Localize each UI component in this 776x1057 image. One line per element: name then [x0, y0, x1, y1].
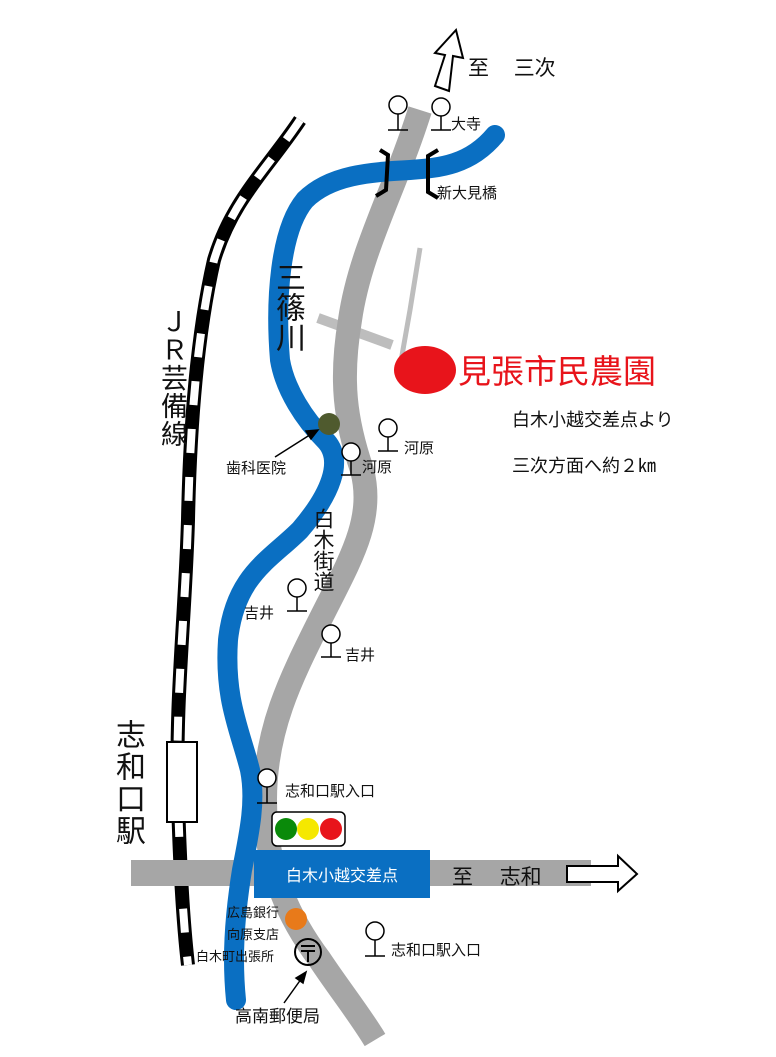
bridge-symbol [374, 148, 440, 200]
main-road [252, 106, 432, 1047]
bank-label-1: 広島銀行 [227, 906, 280, 921]
north-arrow-icon [433, 27, 465, 93]
east-arrow-icon [566, 853, 639, 894]
destination-east: 至 志和 [452, 865, 542, 889]
bus-stop-icons [257, 95, 451, 957]
station-label: 志和口駅 [110, 719, 145, 847]
bank-marker [285, 908, 307, 930]
dental-marker [318, 413, 340, 435]
dental-pointer-arrow [274, 429, 320, 458]
traffic-signal-icon [271, 811, 346, 847]
direction-note-2: 三次方面へ約２㎞ [512, 456, 656, 477]
river-label: 三篠川 [270, 262, 305, 352]
stop-label-kawahara-1: 河原 [404, 439, 435, 457]
dental-label: 歯科医院 [226, 459, 287, 477]
station-building [166, 741, 198, 823]
river [217, 125, 505, 1010]
crossing-label: 白木小越交差点 [254, 850, 430, 898]
farm-marker [394, 346, 456, 394]
destination-north: 至 三次 [468, 56, 556, 80]
bank-label-2: 向原支店 [227, 928, 280, 943]
town-office-label: 白木町出張所 [196, 950, 275, 965]
railway-line [170, 116, 306, 966]
road-label: 白木街道 [311, 508, 335, 592]
post-office-label: 高南郵便局 [235, 1007, 320, 1027]
direction-note-1: 白木小越交差点より [512, 410, 674, 431]
stop-label-shiwaguchi-2: 志和口駅入口 [391, 941, 482, 959]
bridge-label: 新大見橋 [437, 184, 498, 202]
railway-label: ＪＲ芸備線 [156, 308, 187, 448]
stop-label-yoshii-1: 吉井 [244, 604, 275, 622]
post-office-pointer-arrow [283, 970, 308, 1004]
farm-name: 見張市民農園 [458, 352, 656, 391]
stop-label-kawahara-2: 河原 [362, 458, 393, 476]
post-office-icon [294, 938, 322, 966]
stop-label-daiji: 大寺 [451, 115, 482, 133]
stop-label-yoshii-2: 吉井 [345, 646, 376, 664]
stop-label-shiwaguchi-1: 志和口駅入口 [285, 782, 376, 800]
